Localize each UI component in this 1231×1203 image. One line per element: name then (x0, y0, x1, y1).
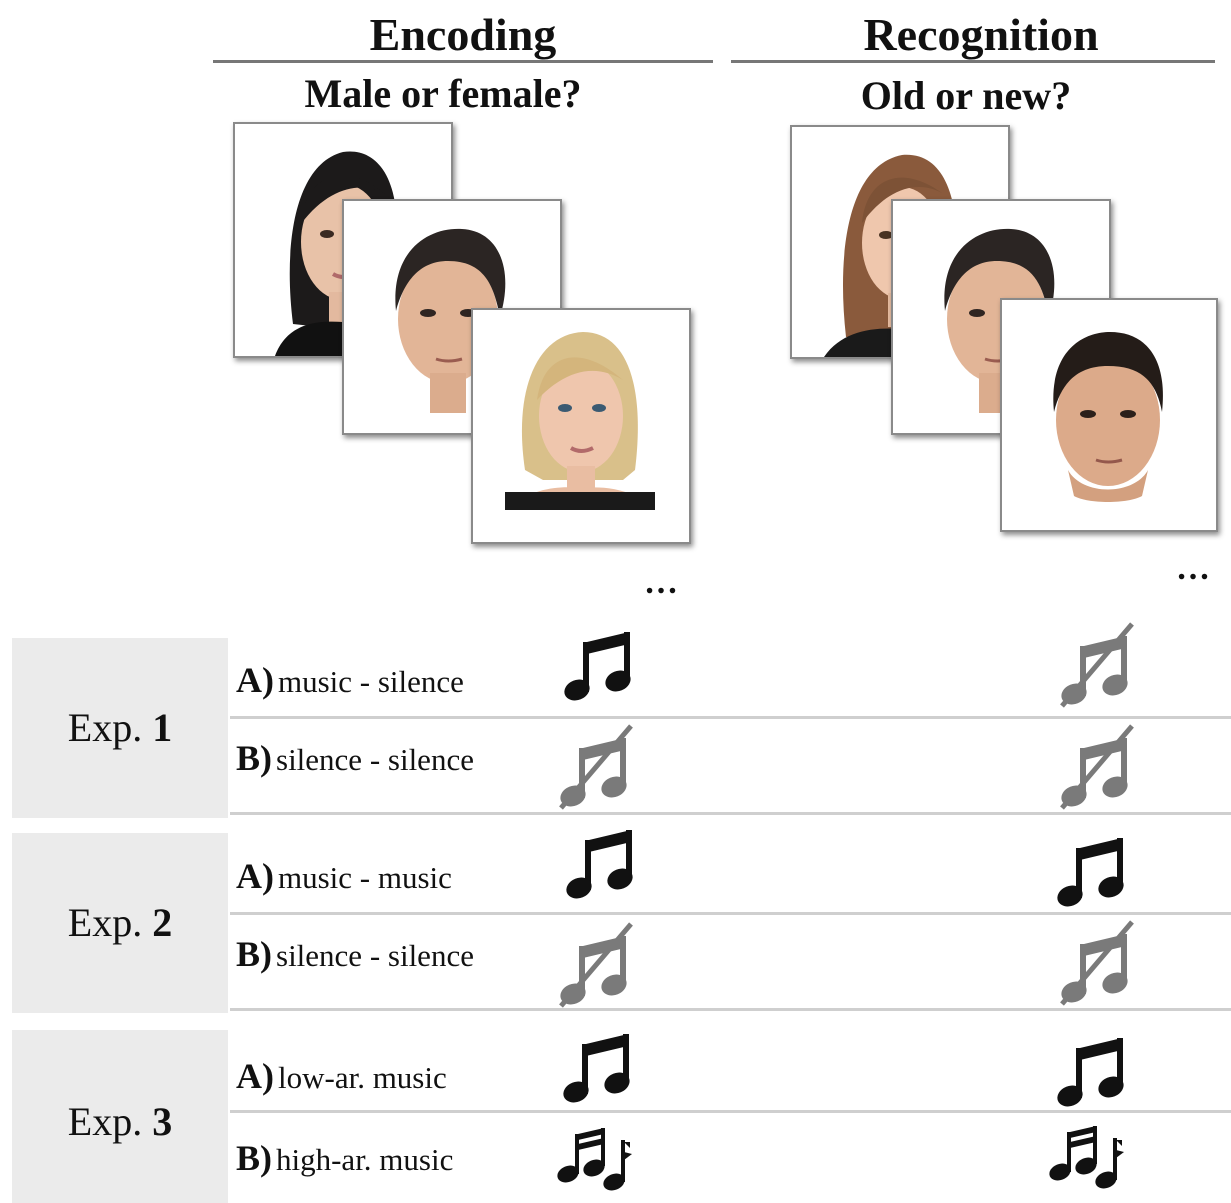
music-note-icon (1056, 834, 1128, 915)
muted-music-note-icon (1056, 918, 1138, 1013)
sixteenth-notes-icon (1046, 1124, 1128, 1195)
row-divider (230, 1008, 1231, 1011)
muted-music-note-icon (555, 920, 637, 1015)
recognition-question: Old or new? (860, 73, 1072, 118)
encoding-divider (213, 60, 713, 63)
condition-label: A)low-ar. music (236, 1056, 447, 1096)
muted-music-note-icon (555, 722, 637, 817)
muted-music-note-icon (1056, 620, 1138, 715)
exp-3-box: Exp. 3 (12, 1030, 228, 1203)
encoding-more-ellipsis: … (644, 564, 682, 601)
music-note-icon (563, 628, 635, 709)
condition-label: B)silence - silence (236, 738, 474, 778)
exp-2-label: Exp. 2 (67, 900, 173, 945)
exp-1-box: Exp. 1 (12, 638, 228, 818)
row-divider (230, 716, 1231, 719)
exp-1-label: Exp. 1 (67, 705, 173, 750)
recognition-divider (731, 60, 1215, 63)
music-note-icon (565, 826, 637, 907)
condition-label: A)music - music (236, 856, 452, 896)
sixteenth-notes-icon (554, 1126, 636, 1197)
row-divider (230, 812, 1231, 815)
encoding-title: Encoding (369, 9, 557, 60)
exp-3-label: Exp. 3 (67, 1099, 173, 1144)
recognition-more-ellipsis: … (1176, 550, 1214, 587)
face-image-female-blonde (471, 308, 691, 544)
exp-2-box: Exp. 2 (12, 833, 228, 1013)
face-image-male-2 (1000, 298, 1218, 532)
row-divider (230, 912, 1231, 915)
condition-label: B)silence - silence (236, 934, 474, 974)
encoding-question: Male or female? (304, 71, 582, 116)
recognition-title: Recognition (863, 9, 1099, 60)
muted-music-note-icon (1056, 722, 1138, 817)
music-note-icon (562, 1030, 634, 1111)
row-divider (230, 1110, 1231, 1113)
condition-label: B)high-ar. music (236, 1138, 454, 1178)
condition-label: A)music - silence (236, 660, 464, 700)
music-note-icon (1056, 1034, 1128, 1115)
